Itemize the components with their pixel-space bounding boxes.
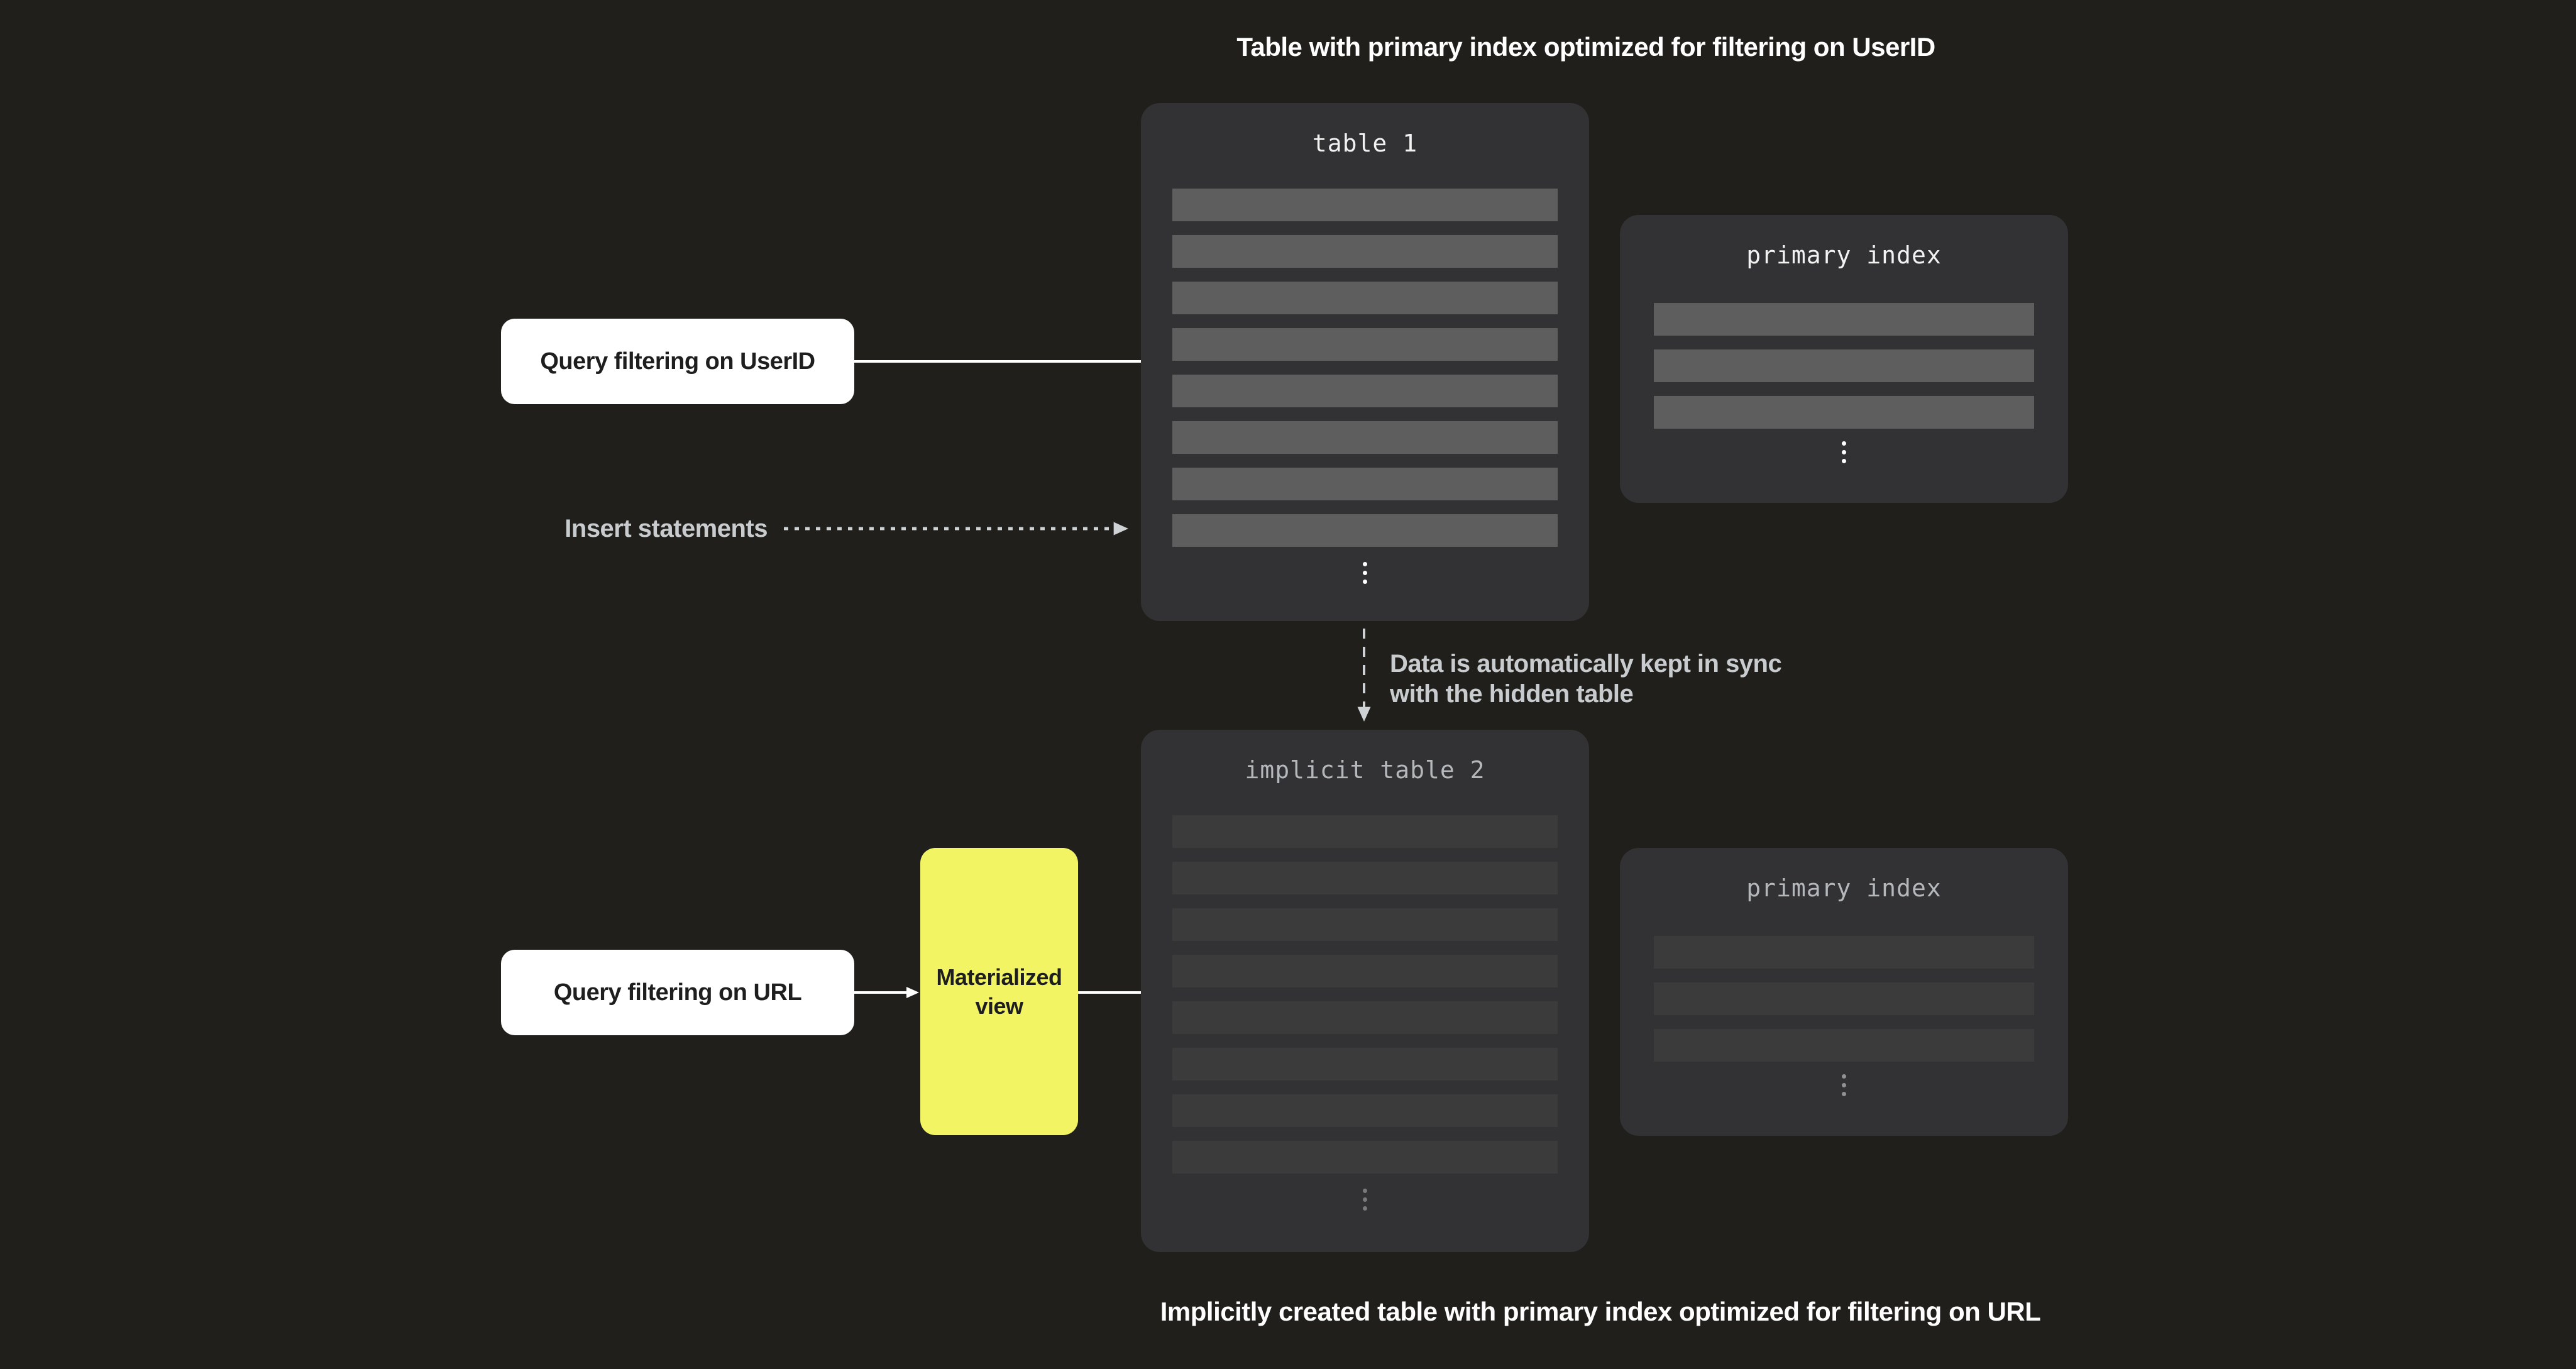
- primary-index-top-rows: [1654, 303, 2034, 429]
- primary-index-bottom-panel: primary index: [1620, 848, 2068, 1136]
- table-row: [1172, 1048, 1558, 1080]
- insert-statements-label: Insert statements: [564, 515, 768, 542]
- table2-panel: implicit table 2: [1141, 730, 1589, 1252]
- ellipsis-dot: [1363, 1189, 1367, 1193]
- sync-note: Data is automatically kept in sync with …: [1390, 649, 1782, 709]
- ellipsis-dot: [1842, 459, 1846, 463]
- table-row: [1172, 908, 1558, 941]
- top-caption: Table with primary index optimized for f…: [1236, 32, 1935, 62]
- ellipsis-dot: [1842, 1092, 1846, 1096]
- ellipsis-dot: [1363, 1206, 1367, 1211]
- ellipsis-dot: [1842, 441, 1846, 446]
- table1-panel: table 1: [1141, 103, 1589, 621]
- table-row: [1172, 514, 1558, 547]
- table-row: [1172, 421, 1558, 454]
- table-row: [1172, 468, 1558, 500]
- query-url-node: Query filtering on URL: [501, 950, 854, 1035]
- table-row: [1172, 862, 1558, 894]
- table2-rows: [1172, 815, 1558, 1174]
- primary-index-top-panel: primary index: [1620, 215, 2068, 503]
- ellipsis-dot: [1842, 450, 1846, 454]
- table-row: [1172, 1141, 1558, 1174]
- table1-rows: [1172, 189, 1558, 547]
- table-row: [1654, 936, 2034, 969]
- table2-ellipsis: [1141, 1189, 1589, 1211]
- sync-note-line1: Data is automatically kept in sync: [1390, 650, 1782, 678]
- table1-title: table 1: [1312, 129, 1418, 157]
- table2-title: implicit table 2: [1245, 756, 1485, 784]
- table-row: [1654, 1029, 2034, 1062]
- table-row: [1654, 303, 2034, 336]
- query-userid-label: Query filtering on UserID: [540, 348, 815, 375]
- ellipsis-dot: [1363, 580, 1367, 584]
- query-url-label: Query filtering on URL: [553, 979, 802, 1006]
- query-userid-node: Query filtering on UserID: [501, 319, 854, 404]
- table-row: [1172, 955, 1558, 987]
- primary-index-bottom-ellipsis: [1620, 1074, 2068, 1096]
- table-row: [1172, 235, 1558, 268]
- sync-note-line2: with the hidden table: [1390, 680, 1634, 708]
- materialized-view-node: Materialized view: [920, 848, 1078, 1135]
- ellipsis-dot: [1363, 1197, 1367, 1202]
- table-row: [1654, 396, 2034, 429]
- table-row: [1172, 282, 1558, 314]
- ellipsis-dot: [1363, 562, 1367, 566]
- primary-index-top-ellipsis: [1620, 441, 2068, 463]
- primary-index-bottom-rows: [1654, 936, 2034, 1062]
- table-row: [1172, 328, 1558, 361]
- ellipsis-dot: [1842, 1083, 1846, 1087]
- table-row: [1172, 815, 1558, 848]
- materialized-view-label: Materialized view: [936, 964, 1062, 1019]
- primary-index-top-title: primary index: [1746, 241, 1942, 269]
- table1-ellipsis: [1141, 562, 1589, 584]
- table-row: [1172, 1094, 1558, 1127]
- bottom-caption: Implicitly created table with primary in…: [1160, 1297, 2041, 1326]
- table-row: [1172, 375, 1558, 407]
- table-row: [1172, 1001, 1558, 1034]
- ellipsis-dot: [1842, 1074, 1846, 1079]
- table-row: [1654, 349, 2034, 382]
- ellipsis-dot: [1363, 571, 1367, 575]
- primary-index-bottom-title: primary index: [1746, 874, 1942, 902]
- table-row: [1654, 982, 2034, 1015]
- table-row: [1172, 189, 1558, 221]
